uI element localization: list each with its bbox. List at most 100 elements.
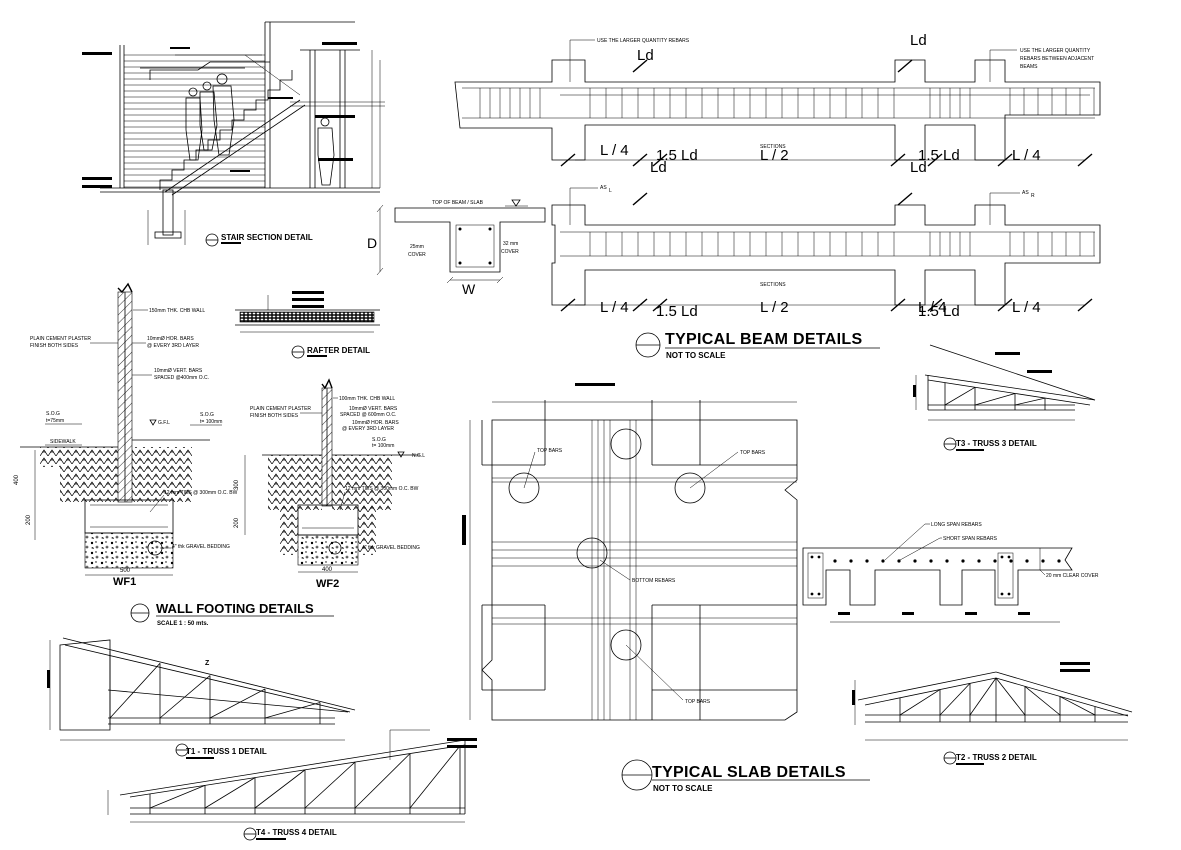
l15ld-label: 1.5 Ld — [918, 147, 960, 164]
top-bars-1: TOP BARS — [537, 448, 563, 454]
rafter-title: RAFTER DETAIL — [307, 346, 370, 355]
ld-label: Ld — [910, 159, 927, 176]
top-bars-2: TOP BARS — [740, 450, 766, 456]
beam-1: USE THE LARGER QUANTITY REBARS USE THE L… — [454, 32, 1101, 176]
stair-title: STAIR SECTION DETAIL — [221, 233, 313, 242]
as-right-sub: R — [1031, 193, 1035, 199]
sections-label: SECTIONS — [760, 282, 786, 288]
l15ld-label: 1.5 Ld — [656, 147, 698, 164]
sog2-label: S.O.G — [200, 412, 214, 418]
hor-bars-2: @ EVERY 3RD LAYER — [147, 343, 199, 349]
cover-left-2: COVER — [408, 252, 426, 258]
beam-note-right-2: REBARS BETWEEN ADJACENT — [1020, 56, 1094, 62]
stair-steps — [159, 70, 293, 190]
dim-500: 500 — [120, 568, 131, 574]
beam-note-right-3: BEAMS — [1020, 64, 1038, 70]
hor-bars2-1: 10mmØ HOR. BARS — [352, 420, 399, 426]
hor-bars-1: 10mmØ HOR. BARS — [147, 336, 194, 342]
ld-label: Ld — [637, 47, 654, 64]
sog2-thk-label: t= 100mm — [200, 419, 222, 425]
ld-label: Ld — [910, 32, 927, 49]
slab-section: LONG SPAN REBARS SHORT SPAN REBARS 20 mm… — [802, 522, 1099, 623]
wf2-detail: 300 200 400 WF2 100mm THK. CHB WALL PLAI… — [234, 378, 425, 590]
typical-slab-details: TOP BARS TOP BARS BOTTOM REBARS TOP BARS… — [462, 383, 870, 793]
wall-footing-title: WALL FOOTING DETAILS — [156, 601, 314, 616]
cover-right-1: 32 mm — [503, 241, 518, 247]
svg-text:Z: Z — [205, 660, 210, 667]
sog-thk-label: t=75mm — [46, 418, 64, 424]
l4-label: L / 4 — [1012, 299, 1041, 316]
beam-note-right-1: USE THE LARGER QUANTITY — [1020, 48, 1091, 54]
beam-width-label: W — [462, 281, 476, 297]
truss-3-detail: T3 - TRUSS 3 DETAIL — [913, 344, 1096, 451]
truss3-title: T3 - TRUSS 3 DETAIL — [956, 439, 1037, 448]
cover-left-1: 25mm — [410, 244, 424, 250]
beam-subtitle: NOT TO SCALE — [666, 351, 726, 360]
cover-right-2: COVER — [501, 249, 519, 255]
sog-label: S.O.G — [46, 411, 60, 417]
truss4-title: T4 - TRUSS 4 DETAIL — [256, 828, 337, 837]
l2-label: L / 2 — [760, 147, 789, 164]
dim-400: 400 — [14, 474, 20, 485]
as-left-sub: L — [609, 188, 612, 194]
short-span-label: SHORT SPAN REBARS — [943, 536, 998, 542]
truss2-title: T2 - TRUSS 2 DETAIL — [956, 753, 1037, 762]
beam-depth-label: D — [367, 235, 377, 251]
wf1-detail: 400 200 500 WF1 150mm THK. CHB WALL PLAI… — [14, 282, 238, 588]
gfl-label: G.F.L — [158, 420, 170, 426]
person-figure — [185, 73, 335, 186]
clear-cover-label: 20 mm CLEAR COVER — [1046, 573, 1099, 579]
wall-thk2-label: 100mm THK. CHB WALL — [339, 396, 395, 402]
plaster-label-2: FINISH BOTH SIDES — [30, 343, 79, 349]
beam-section-top-label: TOP OF BEAM / SLAB — [432, 200, 484, 206]
ties2-label: 12 mm TIES @ 300mm O.C. BW — [345, 486, 419, 492]
top-bars-3: TOP BARS — [685, 699, 711, 705]
plaster-label-1b: PLAIN CEMENT PLASTER — [250, 406, 311, 412]
beam-section: TOP OF BEAM / SLAB 25mm COVER 32 mm COVE… — [367, 199, 546, 297]
l4-label: L / 4 — [600, 142, 629, 159]
ld-label: Ld — [650, 159, 667, 176]
ties-label: 12 mm TIES @ 300mm O.C. BW — [164, 490, 238, 496]
gravel2-label: 4" thk GRAVEL BEDDING — [362, 545, 420, 551]
hor-bars2-2: @ EVERY 3RD LAYER — [342, 426, 394, 432]
rafter-detail: RAFTER DETAIL — [235, 291, 380, 359]
truss-2-detail: T2 - TRUSS 2 DETAIL — [852, 662, 1133, 765]
as-left-label: AS — [600, 185, 607, 191]
wf2-label: WF2 — [316, 578, 339, 590]
dim-200b: 200 — [234, 517, 240, 528]
long-span-label: LONG SPAN REBARS — [931, 522, 982, 528]
dim-400b: 400 — [322, 567, 333, 573]
typical-beam-details: USE THE LARGER QUANTITY REBARS USE THE L… — [454, 32, 1101, 360]
gravel-label: 4" thk GRAVEL BEDDING — [172, 544, 230, 550]
sog3-label: S.O.G — [372, 437, 386, 443]
stair-wall-lines — [100, 21, 385, 193]
vert-bars2-1: 10mmØ VERT. BARS — [349, 406, 398, 412]
beam-2: AS L AS R L / 4 1.5 Ld L / 2 L / 4 1.5 L… — [551, 185, 1101, 320]
l15ld-label: 1.5 Ld — [656, 303, 698, 320]
vert-bars-1: 10mmØ VERT. BARS — [154, 368, 203, 374]
slab-title: TYPICAL SLAB DETAILS — [652, 764, 846, 781]
l4-label: L / 4 — [1012, 147, 1041, 164]
stair-section-detail: STAIR SECTION DETAIL — [82, 21, 385, 247]
sidewalk-label: SIDEWALK — [50, 439, 76, 445]
truss-1-detail: Z T1 - TRUSS 1 DETAIL — [47, 637, 356, 759]
plaster-label-2b: FINISH BOTH SIDES — [250, 413, 299, 419]
wall-footing-details: 400 200 500 WF1 150mm THK. CHB WALL PLAI… — [14, 282, 425, 627]
wall-thk-label: 150mm THK. CHB WALL — [149, 308, 205, 314]
truss1-title: T1 - TRUSS 1 DETAIL — [186, 747, 267, 756]
wall-footing-scale: SCALE 1 : 50 mts. — [157, 621, 209, 627]
truss-4-detail: T4 - TRUSS 4 DETAIL — [107, 729, 477, 841]
sections-label: SECTIONS — [760, 144, 786, 150]
ngl-label: N.G.L — [412, 453, 425, 459]
l15ld-label: 1.5 Ld — [918, 303, 960, 320]
sog3-thk-label: t= 100mm — [372, 443, 394, 449]
beam-title: TYPICAL BEAM DETAILS — [665, 331, 862, 348]
dim-300: 300 — [234, 479, 240, 490]
dim-200: 200 — [26, 514, 32, 525]
vert-bars-2: SPACED @400mm O.C. — [154, 375, 209, 381]
wf1-label: WF1 — [113, 576, 136, 588]
bottom-rebars: BOTTOM REBARS — [632, 578, 676, 584]
beam-note-left: USE THE LARGER QUANTITY REBARS — [597, 38, 690, 44]
l4-label: L / 4 — [600, 299, 629, 316]
